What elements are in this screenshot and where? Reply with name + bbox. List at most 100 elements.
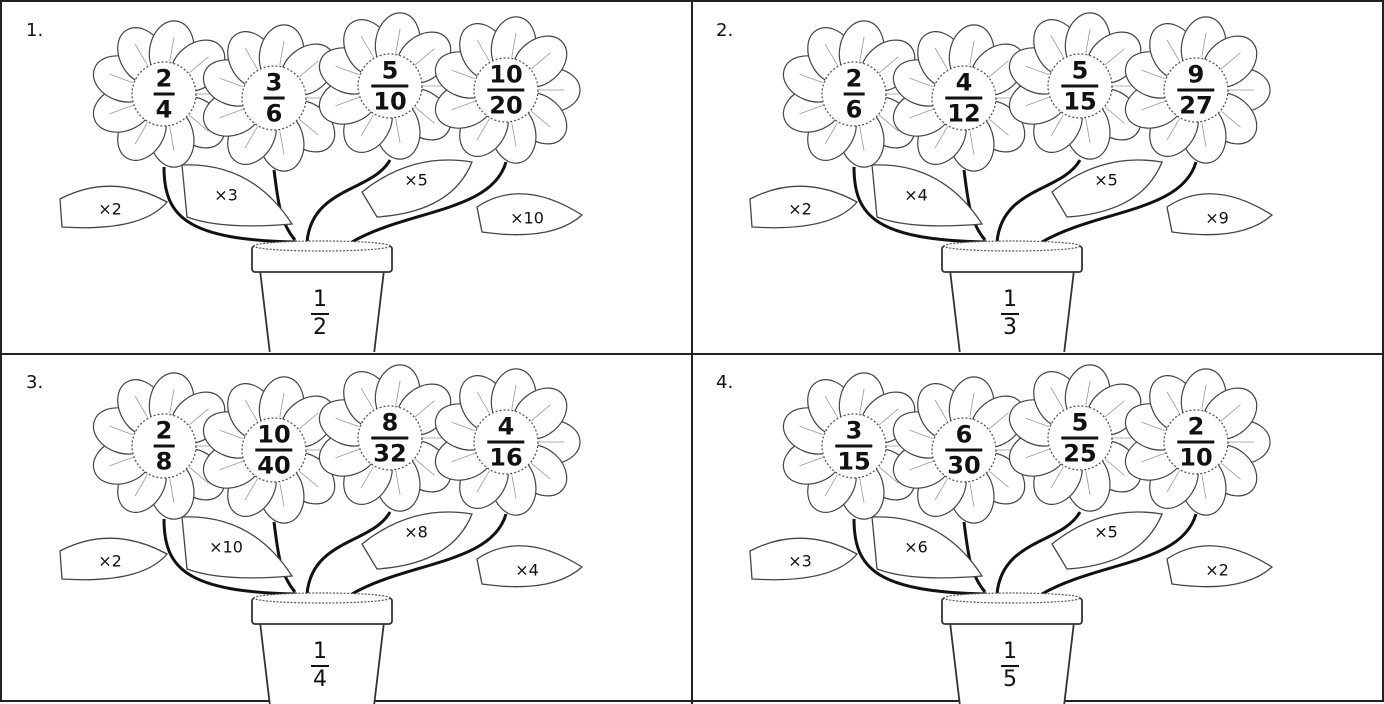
flower-1 [92, 372, 239, 520]
petal-vein [1025, 448, 1050, 459]
fraction-bar [1001, 313, 1019, 315]
petal-vein [969, 40, 975, 66]
flower-2 [202, 24, 349, 172]
numerator: 9 [1187, 60, 1205, 89]
leaf-3 [1051, 511, 1163, 570]
petal-vein [969, 392, 975, 418]
denominator: 8 [155, 447, 173, 476]
petal-vein [1221, 462, 1241, 480]
leaf-shape [871, 516, 984, 579]
petal-vein [134, 43, 148, 66]
leaf-shape [59, 537, 169, 581]
petal-vein [335, 65, 360, 76]
denominator: 6 [845, 95, 863, 124]
stem-3 [995, 511, 1082, 595]
stem-4 [1041, 513, 1198, 596]
petal-vein [1105, 48, 1125, 66]
petal-vein [1221, 52, 1241, 70]
denominator: 6 [265, 99, 283, 128]
flower-2 [892, 376, 1039, 524]
petal-vein [1025, 96, 1050, 107]
numerator: 1 [1003, 287, 1017, 312]
leaf-multiplier-2: ×6 [904, 537, 928, 557]
leaf-shape [476, 545, 584, 588]
numerator: 3 [845, 416, 863, 445]
petal-vein [969, 130, 975, 156]
petal-vein [476, 118, 490, 141]
flower-pot-illustration [749, 12, 1274, 352]
petal-vein [415, 458, 435, 476]
petal-vein [169, 388, 175, 414]
petal-vein [1221, 110, 1241, 128]
petal-vein [909, 77, 934, 88]
denominator: 40 [257, 451, 291, 480]
petal-vein [989, 118, 1009, 136]
pot-soil [253, 592, 391, 604]
petal-vein [299, 60, 319, 78]
petal-vein [415, 106, 435, 124]
leaf-shape [59, 185, 169, 229]
petal-vein [335, 417, 360, 428]
petal-vein [109, 104, 134, 115]
petal-vein [189, 408, 209, 426]
petal-vein [909, 429, 934, 440]
petal-vein [134, 122, 148, 145]
petal-vein [299, 412, 319, 430]
stem-3 [305, 511, 392, 595]
petal-vein [1050, 114, 1064, 137]
petal-vein [169, 36, 175, 62]
numerator: 2 [155, 64, 173, 93]
petal-vein [799, 425, 824, 436]
fraction-bar [843, 92, 865, 96]
petal-vein [451, 69, 476, 80]
fraction-bar [1001, 665, 1019, 667]
leaf-2 [871, 164, 984, 227]
petal-vein [360, 114, 374, 137]
flower-pot [941, 592, 1083, 704]
fraction-bar [487, 88, 525, 92]
petal-vein [989, 470, 1009, 488]
flower-pot [251, 240, 393, 352]
denominator: 12 [947, 99, 981, 128]
numerator: 1 [1003, 639, 1017, 664]
petal-vein [1105, 458, 1125, 476]
petal-vein [279, 40, 285, 66]
leaf-multiplier-1: ×2 [788, 199, 812, 219]
numerator: 5 [1071, 408, 1089, 437]
stem-4 [351, 161, 508, 244]
leaf-shape [749, 537, 859, 581]
leaf-shape [1166, 545, 1274, 588]
petal-vein [360, 35, 374, 58]
petal-vein [109, 73, 134, 84]
petal-vein [531, 462, 551, 480]
petal-vein [395, 118, 401, 144]
petal-vein [299, 470, 319, 488]
petal-vein [219, 108, 244, 119]
fraction-bar [1061, 84, 1099, 88]
petal-vein [1050, 387, 1064, 410]
petal-vein [1141, 421, 1166, 432]
leaf-multiplier-3: ×5 [404, 170, 428, 190]
fraction-bar [945, 96, 983, 100]
numerator: 10 [257, 420, 291, 449]
leaf-multiplier-2: ×3 [214, 185, 238, 205]
petal-vein [824, 122, 838, 145]
denominator: 27 [1179, 91, 1213, 120]
problem-number: 1. [26, 20, 44, 41]
leaf-multiplier-4: ×4 [515, 560, 539, 580]
petal-vein [244, 126, 258, 149]
petal-vein [244, 399, 258, 422]
leaf-shape [1051, 511, 1163, 570]
petal-vein [934, 399, 948, 422]
denominator: 5 [1003, 667, 1017, 692]
petal-vein [476, 391, 490, 414]
petal-vein [451, 100, 476, 111]
